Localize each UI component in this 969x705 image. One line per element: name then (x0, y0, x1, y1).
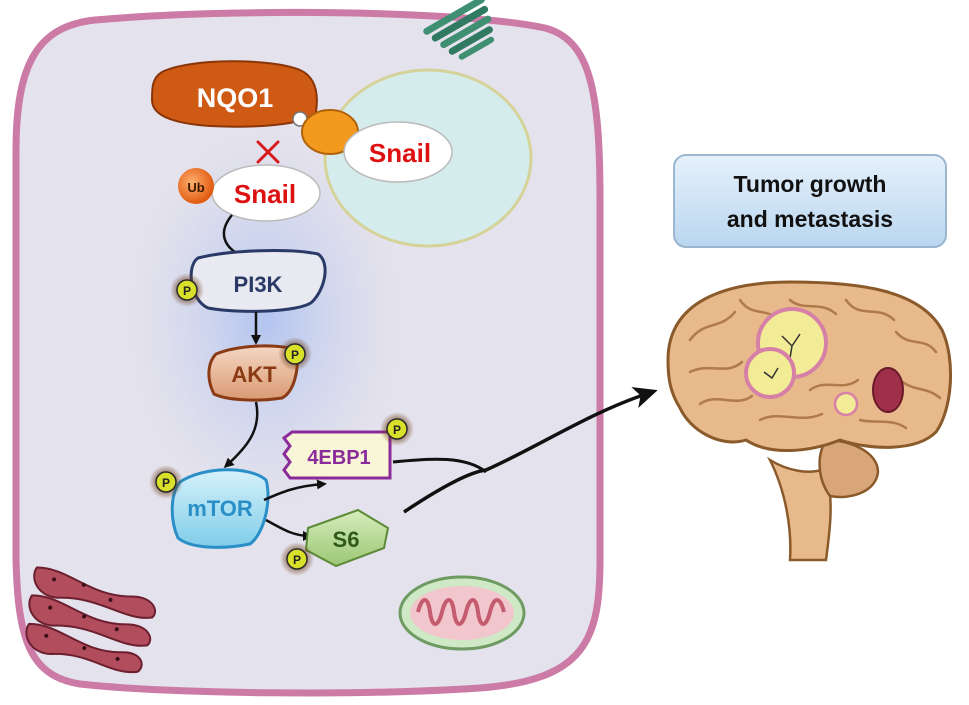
outcome-line-2: and metastasis (727, 206, 893, 232)
golgi-icon (423, 0, 495, 60)
outcome-box (673, 154, 947, 248)
arrow-akt-to-mtor (223, 401, 259, 469)
s6-phospho-label: P (293, 553, 301, 567)
pi3k-phospho-icon (176, 279, 198, 301)
nqo1-label: NQO1 (197, 83, 274, 113)
arrow-mtor-to-s6 (265, 518, 313, 541)
snail-bound-label: Snail (369, 138, 431, 168)
nqo1-protein (150, 60, 318, 128)
snail-bound (343, 121, 453, 183)
outcome-line-1: Tumor growth (734, 171, 887, 197)
ubiquitin-label: Ub (187, 180, 204, 195)
4ebp1-protein (281, 430, 392, 480)
akt-phospho-label: P (291, 348, 299, 362)
4ebp1-phospho-label: P (393, 423, 401, 437)
arrow-mtor-to-4ebp1 (263, 479, 327, 502)
s6-phospho-icon (286, 548, 308, 570)
mtor-label: mTOR (187, 496, 253, 521)
snail-ub-label: Snail (234, 179, 296, 209)
mtor-protein (170, 468, 270, 549)
akt-protein (207, 344, 299, 402)
output-arrow-to-brain (403, 387, 658, 514)
akt-phospho-icon (284, 343, 306, 365)
pi3k-label: PI3K (234, 272, 283, 297)
mitochondrion-icon (398, 575, 526, 651)
4ebp1-label: 4EBP1 (307, 447, 370, 469)
ubiquitin-tag (178, 168, 214, 204)
signaling-glow (130, 130, 400, 510)
akt-label: AKT (231, 362, 277, 387)
mtor-phospho-icon (155, 471, 177, 493)
output-branch-4ebp1 (392, 457, 487, 474)
brain-icon (666, 280, 952, 562)
inhibition-cross-icon (256, 140, 280, 164)
4ebp1-phospho-icon (386, 418, 408, 440)
er-icon (25, 566, 157, 674)
mtor-phospho-label: P (162, 476, 170, 490)
s6-label: S6 (333, 527, 360, 552)
pi3k-phospho-label: P (183, 284, 191, 298)
